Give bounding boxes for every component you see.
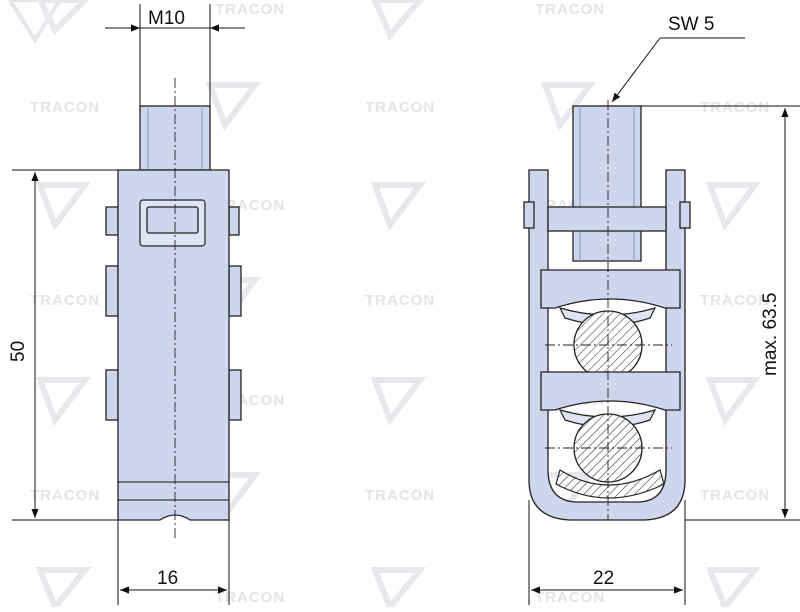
- upper-saddle: [540, 269, 681, 309]
- middle-saddle: [540, 371, 681, 411]
- dimension-m10: M10: [105, 4, 245, 106]
- dimension-50: 50: [8, 169, 118, 521]
- dim-hex-label: SW 5: [668, 14, 714, 35]
- watermark-text: TRACON: [365, 487, 435, 504]
- side-tab: [105, 369, 119, 421]
- dimension-22: 22: [528, 500, 686, 605]
- side-tab: [105, 265, 119, 317]
- side-tab: [228, 369, 242, 421]
- pivot-pin: [523, 201, 535, 229]
- watermark-text: TRACON: [535, 1, 605, 18]
- u-frame: [528, 169, 686, 521]
- dim-height-label: 50: [8, 341, 29, 362]
- dimension-16: 16: [117, 520, 230, 605]
- watermark-text: TRACON: [30, 292, 100, 309]
- watermark-text: TRACON: [215, 1, 285, 18]
- dim-max-height-label: max. 63.5: [760, 293, 781, 376]
- dimension-max-height: max. 63.5: [641, 105, 800, 521]
- front-window-bar: [146, 206, 199, 234]
- watermark-text: TRACON: [30, 487, 100, 504]
- clamp-body: [117, 169, 230, 521]
- watermark-text: TRACON: [700, 292, 770, 309]
- watermark-text: TRACON: [700, 487, 770, 504]
- front-view: [105, 78, 242, 540]
- watermark-text: TRACON: [215, 589, 285, 606]
- dim-thread-label: M10: [148, 8, 185, 29]
- dimension-sw5: SW 5: [611, 14, 745, 103]
- side-tab: [228, 265, 242, 317]
- watermark-text: TRACON: [365, 292, 435, 309]
- cross-bar: [547, 206, 667, 232]
- side-stud: [572, 105, 642, 262]
- watermark-text: TRACON: [30, 99, 100, 116]
- pivot-pin: [679, 201, 691, 229]
- watermark-text: TRACON: [365, 99, 435, 116]
- watermark-text: TRACON: [700, 99, 770, 116]
- bottom-cradle: [555, 469, 665, 499]
- watermark-logo: TRACON: [7, 0, 605, 44]
- dim-width-front-label: 16: [157, 568, 178, 589]
- dim-width-side-label: 22: [593, 568, 614, 589]
- side-tab: [228, 206, 240, 236]
- side-tab: [105, 206, 119, 236]
- watermark-text: TRACON: [535, 589, 605, 606]
- side-view: [523, 100, 691, 521]
